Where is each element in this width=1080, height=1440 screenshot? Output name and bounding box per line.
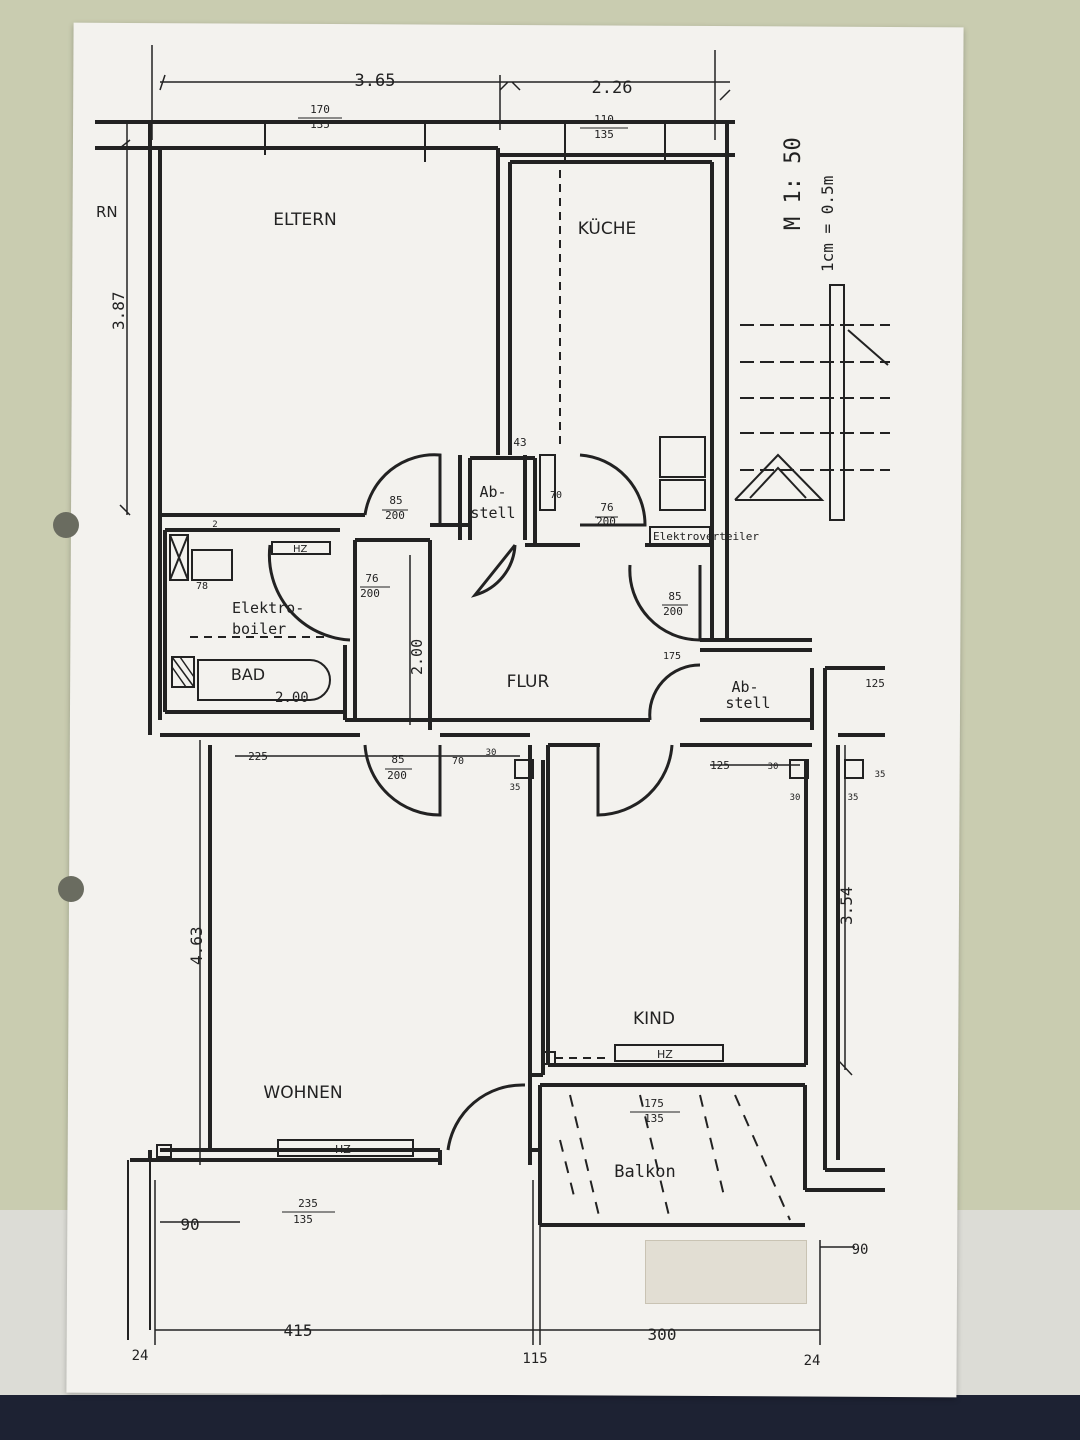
dim-bottom-mid: 115 [522,1351,547,1367]
room-kueche: KÜCHE [578,217,637,239]
door-bad-height: 200 [360,587,380,600]
elektroverteiler-box [649,526,711,546]
dim-2: 2 [212,520,217,530]
dim-side-right: 90 [852,1242,869,1258]
heater-wohnen [277,1139,414,1157]
dim-side-left: 90 [180,1215,199,1234]
room-abstell-1b: stell [470,504,515,522]
punch-hole-bottom [58,876,84,902]
dim-left-eltern: 3.87 [109,291,128,330]
shower-x [169,534,189,581]
staircase [734,284,890,521]
label-hz-kind: HZ [657,1048,673,1061]
door-flur-height: 200 [663,605,683,618]
dim-top-left: 3.65 [355,71,396,91]
door-eltern-width: 85 [389,494,402,507]
dim-bottom-left: 415 [284,1321,313,1340]
dim-kind-125: 125 [710,759,730,772]
kitchen-counter [172,170,610,1151]
boiler-box [171,656,195,688]
dim-wohnen-225: 225 [248,750,268,763]
dim-35-edge: 35 [875,770,886,780]
room-balkon: Balkon [614,1162,675,1182]
door-wohnen-height: 200 [387,769,407,782]
stove-bottom [659,479,706,511]
window-eltern-height: 135 [310,118,330,131]
room-partial: RN [96,203,118,221]
dim-78: 78 [196,581,208,592]
door-flur-width: 85 [668,590,681,603]
room-abstell-1: Ab- [479,483,506,501]
punch-hole-top [53,512,79,538]
room-wohnen: WOHNEN [263,1083,342,1103]
dim-corner-left: 24 [132,1348,149,1364]
door-wohnen-width: 85 [391,753,404,766]
fixtures [156,436,864,1158]
doors [267,453,702,1151]
window-kueche-height: 135 [594,128,614,141]
dim-right-125: 125 [865,677,885,690]
floor-strip [0,1395,1080,1440]
toilet [191,549,233,581]
scale-ratio: M 1: 50 [781,137,806,230]
window-kueche-width: 110 [594,113,614,126]
window-balkon-width: 175 [644,1097,664,1110]
door-kueche-width: 76 [600,501,613,514]
balkon-hatching [559,1094,791,1221]
opening-labels: 170 135 110 135 85 200 76 200 76 200 85 … [282,103,688,1226]
door-bad-width: 76 [365,572,378,585]
dimension-lines [119,45,855,1345]
window-eltern-width: 170 [310,103,330,116]
room-abstell-2b: stell [725,694,770,712]
dim-bottom-right: 300 [648,1325,677,1344]
dim-35-right: 35 [848,793,859,803]
window-balkon-height: 135 [644,1112,664,1125]
dim-175: 175 [663,651,681,662]
room-bad: BAD [231,665,265,684]
dim-35-flur: 35 [510,783,521,793]
dim-43: 43 [513,436,526,449]
dim-30-kind: 30 [768,762,779,772]
shaft-right [844,759,864,779]
dim-flur-height: 2.00 [408,639,426,675]
dim-corner-right: 24 [804,1353,821,1369]
bathtub [197,659,331,701]
stove-top [659,436,706,478]
label-elektroverteiler: Elektroverteiler [653,530,759,543]
walls [95,120,885,1340]
dim-30-flur: 30 [486,748,497,758]
window-wohnen-width: 235 [298,1197,318,1210]
dim-top-right: 2.26 [592,78,633,98]
heater-bad [271,541,331,555]
room-kind: KIND [633,1009,675,1029]
dim-30-kind-b: 30 [790,793,801,803]
shaft-kind [789,759,809,779]
dim-70-kueche: 70 [550,490,562,501]
window-wohnen-height: 135 [293,1213,313,1226]
label-elektroboiler-1: Elektro- [232,599,304,617]
label-elektroboiler-2: boiler [232,620,286,638]
dim-left-wohnen: 4.63 [187,926,206,965]
door-kueche-height: 200 [596,515,616,528]
door-eltern-height: 200 [385,509,405,522]
room-eltern: ELTERN [273,210,337,230]
scale-conversion: 1cm = 0.5m [818,176,837,272]
heater-kind [614,1044,724,1062]
dim-70-flur: 70 [452,756,464,767]
label-hz-wohnen: HZ [335,1143,351,1156]
kueche-shaft [539,454,556,511]
tape-strip [645,1240,807,1304]
label-hz-bad: HZ [293,544,308,555]
room-abstell-2: Ab- [731,678,758,696]
dim-right-kind: 3.54 [837,886,856,925]
shaft-flur [514,759,534,779]
dim-bath-width: 2.00 [275,690,309,706]
room-flur: FLUR [507,672,550,692]
